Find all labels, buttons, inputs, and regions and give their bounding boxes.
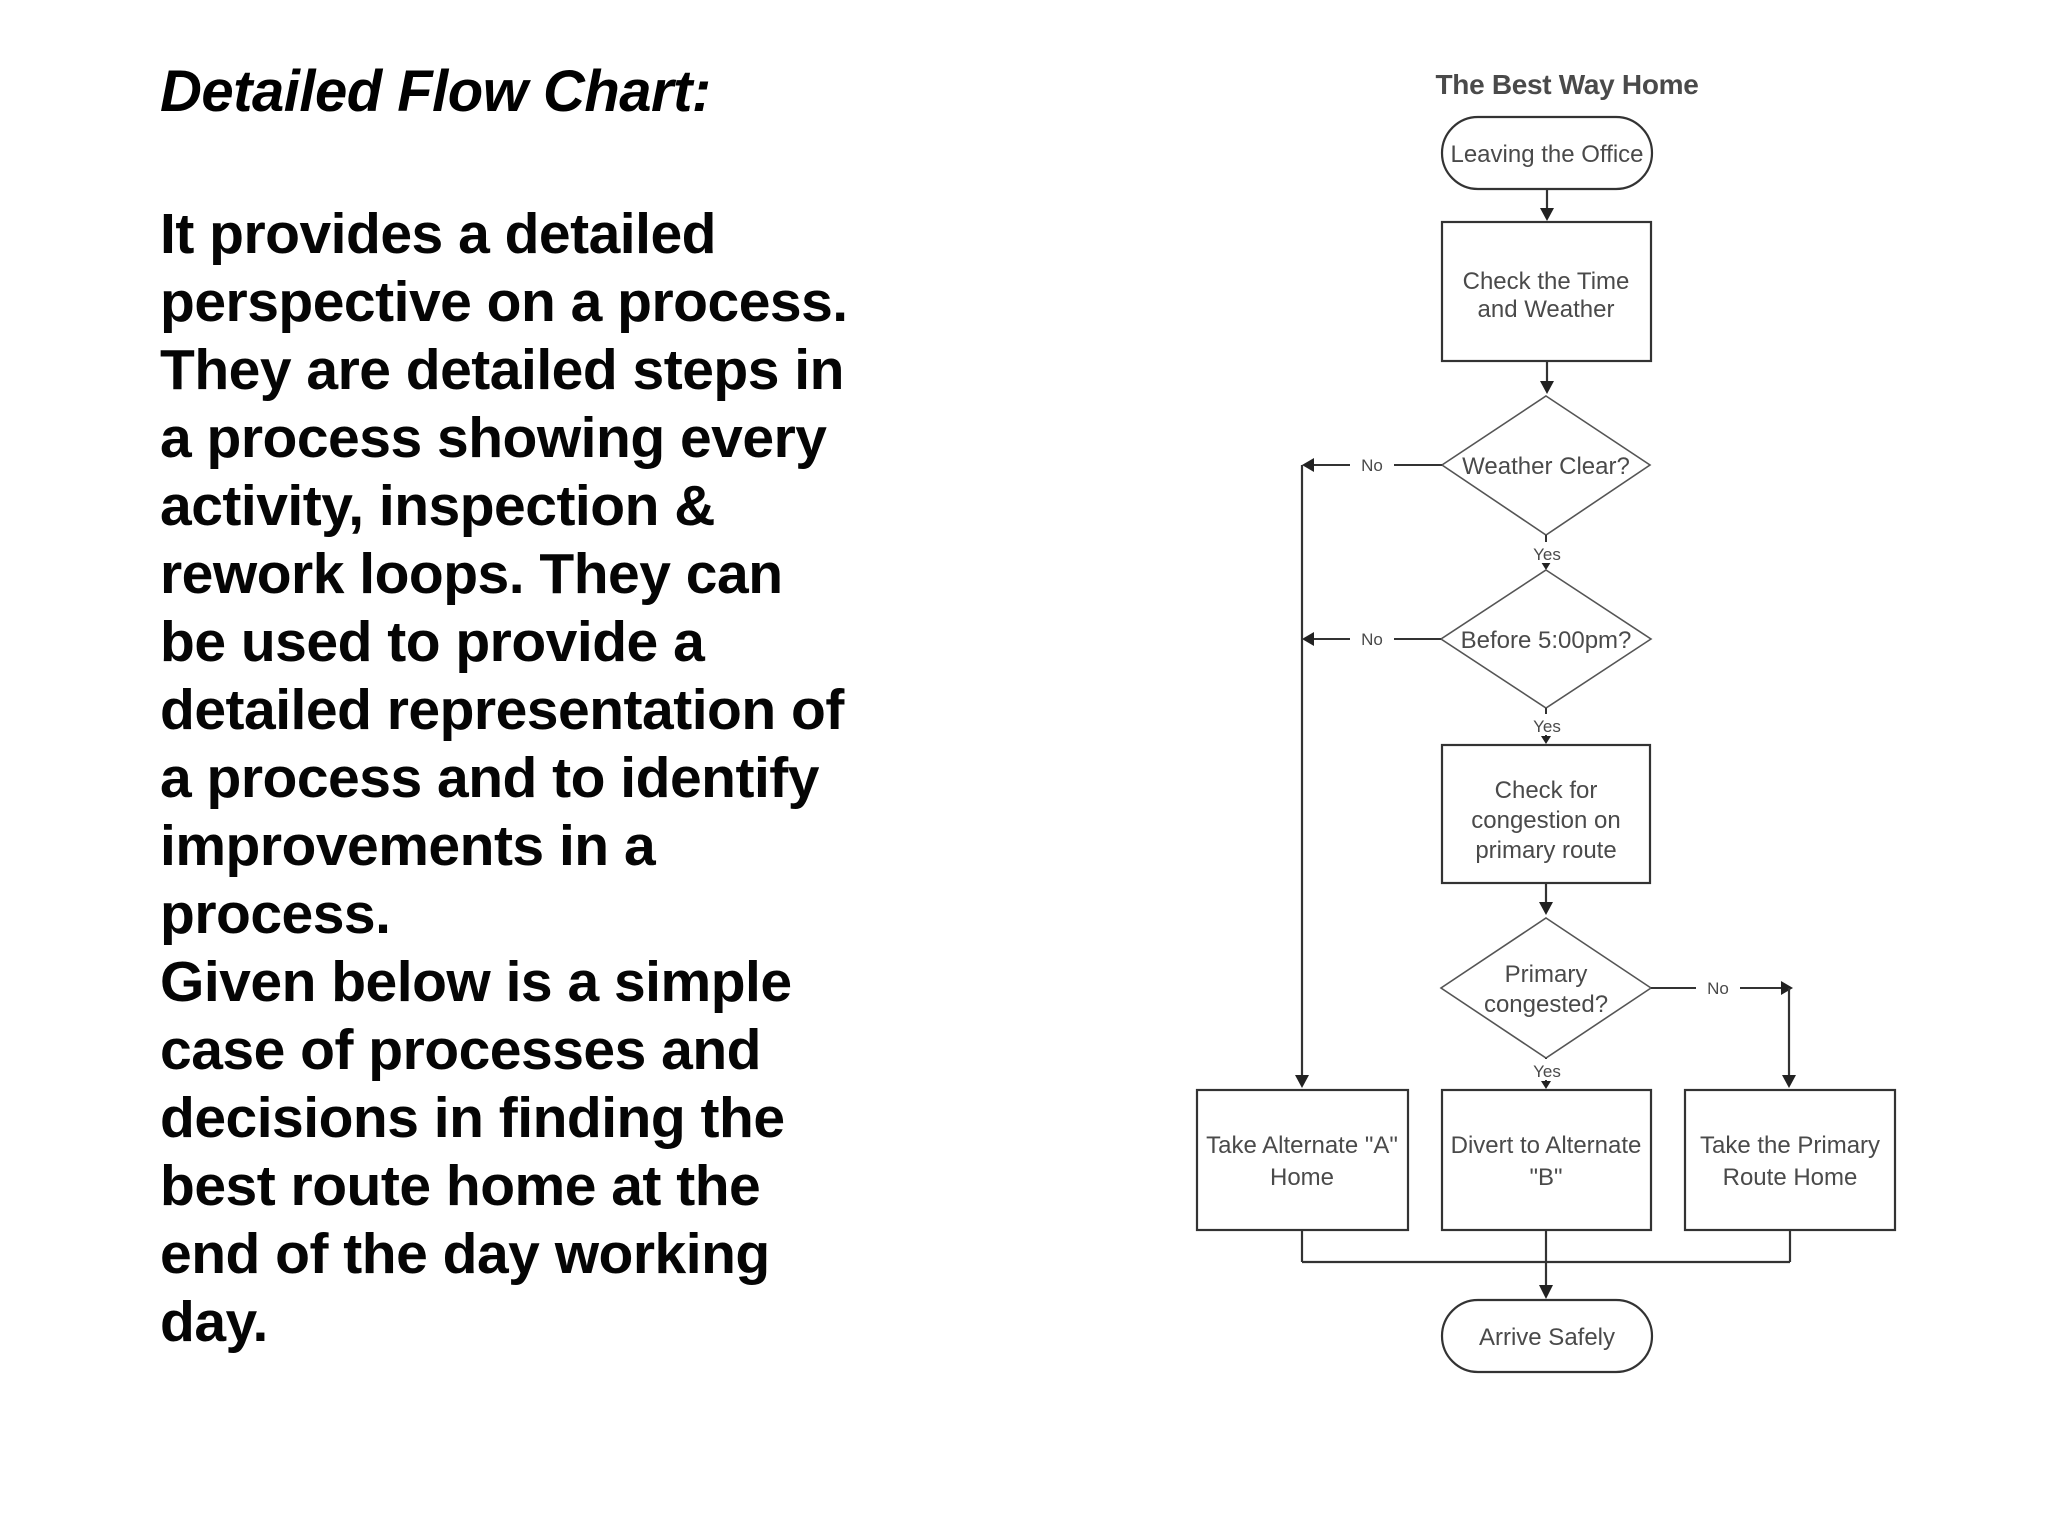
node-check-congestion-line1: Check for [1495, 777, 1598, 804]
body-line: case of processes and [160, 1018, 761, 1082]
arrowhead-down-icon [1540, 381, 1554, 394]
edge-label-yes1: Yes [1533, 545, 1561, 564]
edge-before5pm-no: No [1302, 626, 1441, 650]
body-line: day. [160, 1290, 268, 1354]
node-start-label: Leaving the Office [1450, 141, 1643, 168]
arrowhead-right-icon [1781, 981, 1793, 995]
body-line: process. [160, 882, 391, 946]
flowchart: The Best Way Home Leaving the Office Che… [1195, 69, 1897, 1374]
edge-label-no2: No [1361, 630, 1383, 649]
page-title: Detailed Flow Chart: [160, 59, 711, 124]
body-line: perspective on a process. [160, 270, 848, 334]
body-line: Given below is a simple [160, 950, 792, 1014]
body-line: be used to provide a [160, 610, 705, 674]
arrowhead-down-icon [1540, 208, 1554, 221]
edge-label-no3: No [1707, 979, 1729, 998]
node-take-primary-line1: Take the Primary [1700, 1132, 1880, 1159]
edge-primarycongested-yes: Yes [1527, 1058, 1567, 1089]
node-check-congestion-line3: primary route [1475, 837, 1616, 864]
edge-label-yes2: Yes [1533, 717, 1561, 736]
arrowhead-left-icon [1302, 632, 1314, 646]
arrowhead-down-icon [1782, 1075, 1796, 1088]
body-line: a process and to identify [160, 746, 819, 810]
node-end-terminator: Arrive Safely [1440, 1298, 1654, 1374]
body-line: a process showing every [160, 406, 827, 470]
arrowhead-left-icon [1302, 458, 1314, 472]
node-take-primary-line2: Route Home [1723, 1164, 1858, 1191]
edge-merge-to-end [1300, 1230, 1792, 1299]
edge-weatherclear-yes: Yes [1527, 535, 1567, 570]
body-line: rework loops. They can [160, 542, 783, 606]
arrowhead-down-icon [1295, 1075, 1309, 1088]
node-take-primary-process: Take the Primary Route Home [1683, 1088, 1897, 1232]
node-divert-alt-b-process: Divert to Alternate "B" [1440, 1088, 1653, 1232]
node-start-terminator: Leaving the Office [1440, 115, 1654, 191]
node-check-congestion-process: Check for congestion on primary route [1440, 743, 1652, 885]
node-primary-congested-line2: congested? [1484, 991, 1608, 1018]
node-weather-clear-decision: Weather Clear? [1440, 395, 1652, 536]
edge-weatherclear-no: No [1302, 452, 1442, 476]
body-line: improvements in a [160, 814, 656, 878]
flowchart-title: The Best Way Home [1435, 69, 1698, 100]
node-take-alt-a-line1: Take Alternate "A" [1206, 1132, 1398, 1159]
body-line: end of the day working [160, 1222, 770, 1286]
body-text-block: It provides a detailed perspective on a … [160, 200, 848, 1356]
node-end-label: Arrive Safely [1479, 1324, 1615, 1351]
node-primary-congested-line1: Primary [1505, 961, 1588, 988]
arrowhead-down-icon [1541, 736, 1551, 744]
node-divert-alt-b-line2: "B" [1529, 1164, 1562, 1191]
edge-label-yes3: Yes [1533, 1062, 1561, 1081]
node-check-congestion-line2: congestion on [1471, 807, 1620, 834]
node-weather-clear-label: Weather Clear? [1462, 453, 1630, 480]
edge-checktime-to-weatherclear [1540, 361, 1554, 394]
body-line: best route home at the [160, 1154, 761, 1218]
node-before-5pm-decision: Before 5:00pm? [1439, 569, 1653, 709]
body-line: activity, inspection & [160, 474, 715, 538]
edge-no-merge-to-alt-a [1295, 465, 1309, 1088]
arrowhead-down-icon [1539, 902, 1553, 915]
edge-label-no1: No [1361, 456, 1383, 475]
node-primary-congested-decision: Primary congested? [1439, 917, 1653, 1059]
arrowhead-down-icon [1539, 1285, 1553, 1299]
edge-primarycongested-no: No [1651, 976, 1796, 1088]
node-check-time-line1: Check the Time [1463, 268, 1630, 295]
node-check-time-process: Check the Time and Weather [1440, 220, 1653, 363]
body-line: decisions in finding the [160, 1086, 785, 1150]
edge-congestion-to-primarycongested [1539, 883, 1553, 915]
node-divert-alt-b-line1: Divert to Alternate [1451, 1132, 1642, 1159]
body-line: They are detailed steps in [160, 338, 844, 402]
arrowhead-down-icon [1541, 562, 1551, 570]
edge-before5pm-yes: Yes [1527, 708, 1567, 744]
body-line: It provides a detailed [160, 202, 716, 266]
node-before-5pm-label: Before 5:00pm? [1461, 627, 1632, 654]
node-take-alt-a-line2: Home [1270, 1164, 1334, 1191]
node-check-time-line2: and Weather [1478, 296, 1615, 323]
arrowhead-down-icon [1541, 1081, 1551, 1089]
body-line: detailed representation of [160, 678, 844, 742]
node-take-alt-a-process: Take Alternate "A" Home [1195, 1088, 1410, 1232]
edge-start-to-checktime [1540, 189, 1554, 221]
